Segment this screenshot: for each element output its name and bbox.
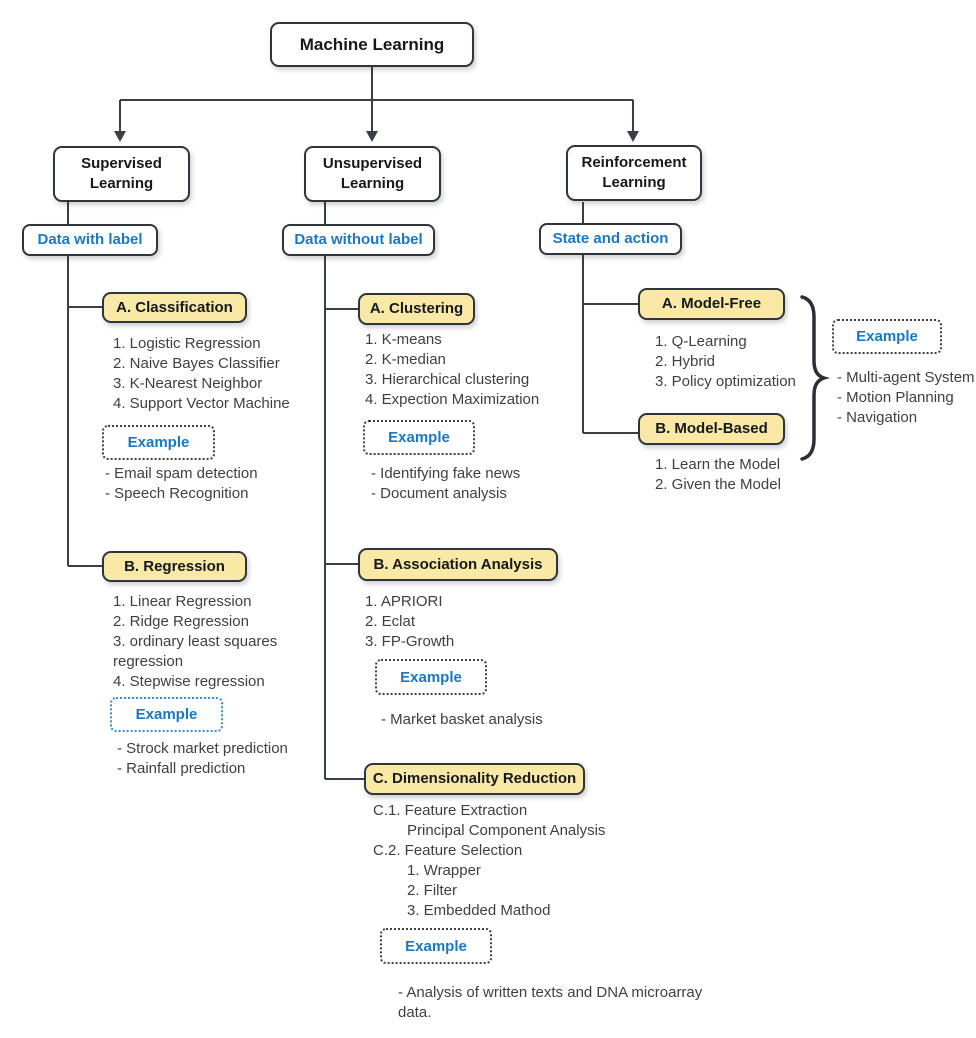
arrow-down-icon xyxy=(366,131,378,142)
example-item: - Speech Recognition xyxy=(105,485,249,502)
regression-list: 1. Linear Regression 2. Ridge Regression… xyxy=(113,592,277,692)
node-machine-learning: Machine Learning xyxy=(270,22,474,67)
list-item: 3. FP-Growth xyxy=(365,633,455,650)
list-item: 1. Q-Learning xyxy=(655,333,747,350)
node-association-analysis: B. Association Analysis xyxy=(358,548,558,581)
list-item: 3. K-Nearest Neighbor xyxy=(113,375,263,392)
example-box-reinforcement: Example xyxy=(832,319,942,354)
node-unsupervised-learning: Unsupervised Learning xyxy=(304,146,441,202)
list-item: 1. Wrapper xyxy=(407,862,481,879)
example-box-dimensionality: Example xyxy=(380,928,492,964)
list-item: 3. Embedded Mathod xyxy=(407,902,551,919)
association-examples: - Market basket analysis xyxy=(381,710,543,730)
dimensionality-list: C.1. Feature Extraction Principal Compon… xyxy=(373,801,605,921)
list-item: 2. Ridge Regression xyxy=(113,613,249,630)
node-supervised-learning: Supervised Learning xyxy=(53,146,190,202)
list-item: 2. Hybrid xyxy=(655,353,716,370)
dimensionality-examples: - Analysis of written texts and DNA micr… xyxy=(398,983,702,1023)
node-label: Supervised Learning xyxy=(81,155,162,192)
example-item: - Navigation xyxy=(837,409,918,426)
classification-list: 1. Logistic Regression 2. Naive Bayes Cl… xyxy=(113,334,290,414)
list-item: 2. Filter xyxy=(407,882,458,899)
example-item: - Email spam detection xyxy=(105,465,258,482)
list-item: 1. Linear Regression xyxy=(113,593,252,610)
curly-brace-icon xyxy=(800,295,831,461)
example-item: - Multi-agent System xyxy=(837,369,975,386)
list-item: 3. ordinary least squares xyxy=(113,633,278,650)
node-dimensionality-reduction: C. Dimensionality Reduction xyxy=(364,763,585,795)
tag-data-without-label: Data without label xyxy=(282,224,435,256)
node-clustering: A. Clustering xyxy=(358,293,475,325)
example-item: data. xyxy=(398,1004,432,1021)
list-item: 2. Naive Bayes Classifier xyxy=(113,355,280,372)
list-item: 4. Expection Maximization xyxy=(365,391,540,408)
list-item: regression xyxy=(113,653,184,670)
regression-examples: - Strock market prediction - Rainfall pr… xyxy=(117,739,288,779)
list-item: C.2. Feature Selection xyxy=(373,842,523,859)
list-item: 2. K-median xyxy=(365,351,446,368)
example-box-regression: Example xyxy=(110,697,223,732)
example-box-classification: Example xyxy=(102,425,215,460)
list-item: 2. Eclat xyxy=(365,613,416,630)
tag-state-and-action: State and action xyxy=(539,223,682,255)
model-based-list: 1. Learn the Model 2. Given the Model xyxy=(655,455,781,495)
example-box-clustering: Example xyxy=(363,420,475,455)
node-model-based: B. Model-Based xyxy=(638,413,785,445)
arrow-down-icon xyxy=(114,131,126,142)
example-item: - Document analysis xyxy=(371,485,507,502)
node-label: Reinforcement Learning xyxy=(581,154,687,191)
association-list: 1. APRIORI 2. Eclat 3. FP-Growth xyxy=(365,592,454,652)
example-item: - Analysis of written texts and DNA micr… xyxy=(398,984,703,1001)
example-item: - Identifying fake news xyxy=(371,465,521,482)
example-box-association: Example xyxy=(375,659,487,695)
node-model-free: A. Model-Free xyxy=(638,288,785,320)
list-item: Principal Component Analysis xyxy=(407,822,606,839)
list-item: 4. Support Vector Machine xyxy=(113,395,290,412)
list-item: C.1. Feature Extraction xyxy=(373,802,528,819)
list-item: 3. Hierarchical clustering xyxy=(365,371,530,388)
list-item: 1. K-means xyxy=(365,331,442,348)
list-item: 2. Given the Model xyxy=(655,476,781,493)
classification-examples: - Email spam detection - Speech Recognit… xyxy=(105,464,258,504)
list-item: 1. Logistic Regression xyxy=(113,335,261,352)
reinforcement-examples: - Multi-agent System - Motion Planning -… xyxy=(837,368,975,428)
example-item: - Rainfall prediction xyxy=(117,760,246,777)
example-item: - Market basket analysis xyxy=(381,711,543,728)
example-item: - Strock market prediction xyxy=(117,740,288,757)
clustering-examples: - Identifying fake news - Document analy… xyxy=(371,464,520,504)
list-item: 4. Stepwise regression xyxy=(113,673,265,690)
list-item: 1. APRIORI xyxy=(365,593,443,610)
example-item: - Motion Planning xyxy=(837,389,954,406)
tag-data-with-label: Data with label xyxy=(22,224,158,256)
node-classification: A. Classification xyxy=(102,292,247,323)
node-regression: B. Regression xyxy=(102,551,247,582)
node-label: Unsupervised Learning xyxy=(322,155,423,192)
list-item: 3. Policy optimization xyxy=(655,373,796,390)
model-free-list: 1. Q-Learning 2. Hybrid 3. Policy optimi… xyxy=(655,332,796,392)
arrow-down-icon xyxy=(627,131,639,142)
list-item: 1. Learn the Model xyxy=(655,456,781,473)
clustering-list: 1. K-means 2. K-median 3. Hierarchical c… xyxy=(365,330,539,410)
node-reinforcement-learning: Reinforcement Learning xyxy=(566,145,702,201)
